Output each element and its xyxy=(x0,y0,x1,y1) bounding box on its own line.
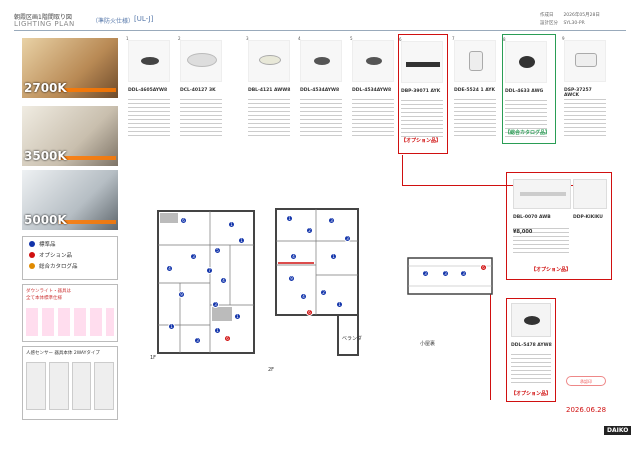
option-code: DDP-KIKIKU xyxy=(573,215,603,220)
catalog-item: 5 DDL-4534AYW8 xyxy=(350,34,396,144)
catalog-item: 3 DBL-4121 AWW8 xyxy=(246,34,292,144)
color-temp-label: 5000K xyxy=(24,213,67,227)
fixture-note: ダウンライト・器具は 全て本体標準仕様 xyxy=(22,284,118,342)
caption-bar xyxy=(58,88,116,92)
plan-subtitle-en: LIGHTING PLAN xyxy=(14,20,75,28)
photo-2700k: 2700K xyxy=(22,38,118,98)
plan-title: 朝霞区画1階間取り図 xyxy=(14,14,72,21)
red-dot-icon xyxy=(29,252,35,258)
option-code: DDL-5478 AYW8 xyxy=(511,343,552,348)
floor-label-1f: 1F xyxy=(150,355,157,361)
meta-row: 作成日 2026年05月28日 xyxy=(540,13,600,18)
leader-line xyxy=(490,290,491,400)
photo-5000k: 5000K xyxy=(22,170,118,230)
legend-item-standard: 標準品 xyxy=(29,240,111,251)
caption-bar xyxy=(58,156,116,160)
floor-label-2f: 2F xyxy=(268,367,275,373)
blue-dot-icon xyxy=(29,241,35,247)
legend-box: 標準品 オプション品 総合カタログ品 xyxy=(22,236,118,280)
option-caption: 【オプション品】 xyxy=(531,267,572,273)
legend-item-catalog: 総合カタログ品 xyxy=(29,262,111,273)
plan-code: [UL-J] xyxy=(134,15,154,23)
approval-stamp: 承認印 xyxy=(566,376,606,386)
plan-type: （準防火仕様） xyxy=(92,18,135,25)
option-panel-bottom: DDL-5478 AYW8 【オプション品】 xyxy=(506,298,556,402)
sensor-diagrams xyxy=(26,362,114,410)
note-illustration xyxy=(26,308,114,336)
catalog-item: 9 DSP-37257 AWCK xyxy=(562,34,608,144)
legend-item-option: オプション品 xyxy=(29,251,111,262)
caption-bar xyxy=(58,220,116,224)
option-caption: 【オプション品】 xyxy=(511,391,552,397)
option-image xyxy=(513,179,571,209)
color-temp-label: 2700K xyxy=(24,81,67,95)
leader-line xyxy=(402,185,602,186)
brand-logo: DAIKO xyxy=(604,426,632,435)
catalog-item-catalog: 8 DDL-4633 AWG 【総合カタログ品】 xyxy=(502,34,556,144)
header-divider xyxy=(14,30,626,31)
loft-label: 小屋裏 xyxy=(420,341,436,347)
photo-3500k: 3500K xyxy=(22,106,118,166)
leader-line xyxy=(402,155,403,185)
color-temp-label: 3500K xyxy=(24,149,67,163)
orange-dot-icon xyxy=(29,263,35,269)
option-price: ¥8,000 xyxy=(513,229,533,235)
option-image xyxy=(573,179,607,209)
loft-plan-drawing xyxy=(407,257,493,295)
catalog-item: 2 DCL-40127 3K xyxy=(178,34,224,144)
catalog-item-option: 6 DBP-39071 AYK 【オプション品】 xyxy=(398,34,448,154)
stamp-date: 2026.06.28 xyxy=(566,406,607,414)
catalog-item: 4 DDL-4534AYW8 xyxy=(298,34,344,144)
catalog-item: 1 DDL-4605AYW8 xyxy=(126,34,172,144)
floor-plan-2f-drawing xyxy=(275,208,359,356)
floor-plan-1f-drawing xyxy=(157,210,255,354)
balcony-label: ベランダ xyxy=(342,336,363,342)
option-code: DBL-0070 AWB xyxy=(513,215,551,220)
meta-row: 設計区分 SYL30-PR xyxy=(540,21,585,26)
sensor-info: 人感センサー 器具本体 2WAYタイプ xyxy=(22,346,118,420)
catalog-item: 7 DDE-5524 1 AYK xyxy=(452,34,498,144)
option-panel-right: DBL-0070 AWB DDP-KIKIKU ¥8,000 【オプション品】 xyxy=(506,172,612,280)
header-meta: 作成日 2026年05月28日 設計区分 SYL30-PR xyxy=(540,12,626,28)
